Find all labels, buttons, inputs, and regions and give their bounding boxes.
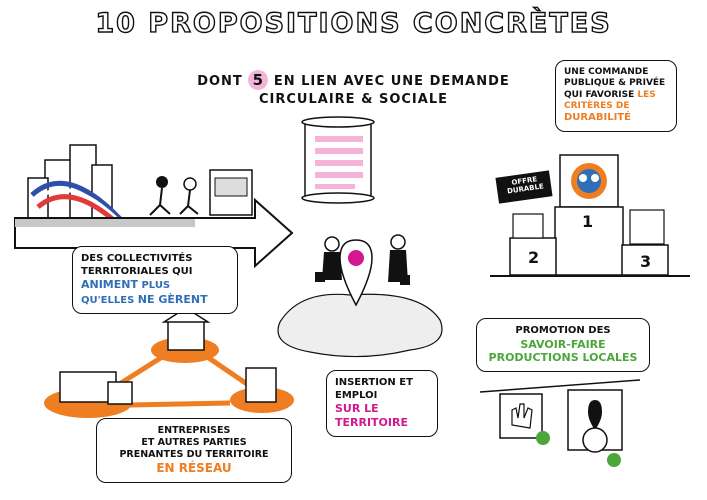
subtitle-amp: & <box>361 92 374 107</box>
promotion-items-icon <box>479 379 641 467</box>
collectivites-line2: territoriales qui <box>81 266 229 279</box>
collectivites-quelles: qu'elles <box>81 294 135 306</box>
collectivites-line2a: territoriales <box>81 265 169 277</box>
commande-line4: critères de <box>564 100 630 111</box>
commande-line1: une commande <box>564 67 649 77</box>
promotion-line3: productions locales <box>488 351 638 365</box>
bubble-reseau: entreprises et autres parties prenantes … <box>96 418 292 483</box>
podium-place-3: 3 <box>640 252 652 271</box>
running-people-icon <box>149 176 199 216</box>
insertion-line3: sur le <box>335 402 379 415</box>
document-icon <box>301 116 375 204</box>
subtitle-number: 5 <box>248 70 269 90</box>
promotion-line1: promotion des <box>515 325 611 336</box>
page-title: 10 propositions concrètes <box>95 7 612 39</box>
collectivites-line4: qu'elles ne gèrent <box>81 293 229 308</box>
collectivites-plus: plus <box>141 280 171 291</box>
collectivites-animent: animent <box>81 278 138 291</box>
subtitle-line1: dont 5 en lien avec une demande <box>0 70 707 90</box>
bubble-collectivites: des collectivités territoriales qui anim… <box>72 246 238 314</box>
collectivites-ne-gerent: ne gèrent <box>137 292 208 306</box>
reseau-line1: entreprises <box>157 425 231 436</box>
bubble-promotion: promotion des savoir-faire productions l… <box>476 318 650 372</box>
collectivites-line1: des collectivités <box>81 253 193 264</box>
reseau-line3: prenantes du territoire <box>119 448 269 460</box>
collectivites-line3: animent plus <box>81 278 229 293</box>
subtitle-sociale: sociale <box>378 92 448 107</box>
podium-place-2: 2 <box>528 248 540 267</box>
commande-line2: publique & privée <box>564 78 666 89</box>
reseau-line4: en réseau <box>156 460 232 475</box>
insertion-line4: territoire <box>335 415 408 429</box>
reseau-line2: et autres parties <box>141 436 247 448</box>
commande-line3a: qui favorise <box>564 89 635 100</box>
subtitle-circulaire: circulaire <box>259 92 356 107</box>
network-diagram <box>44 307 294 418</box>
subtitle-line2: circulaire & sociale <box>0 92 707 107</box>
promotion-line2: savoir-faire <box>520 337 606 351</box>
bubble-insertion: insertion et emploi sur le territoire <box>326 370 438 437</box>
big-arrow-icon <box>14 197 294 269</box>
podium-icon <box>490 154 690 277</box>
podium-place-1: 1 <box>582 212 594 231</box>
commande-line3: qui favorise les <box>564 90 668 101</box>
bubble-commande: une commande publique & privée qui favor… <box>555 60 677 132</box>
commande-line3b: les <box>637 89 656 100</box>
subtitle-prefix: dont <box>197 74 243 89</box>
territory-map-icon <box>277 234 443 358</box>
insertion-line1: insertion et <box>335 377 413 388</box>
collectivites-line2b: qui <box>172 265 193 277</box>
insertion-line2: emploi <box>335 389 378 401</box>
commande-line5: durabilité <box>564 112 631 123</box>
subtitle-suffix: en lien avec une demande <box>273 74 510 89</box>
